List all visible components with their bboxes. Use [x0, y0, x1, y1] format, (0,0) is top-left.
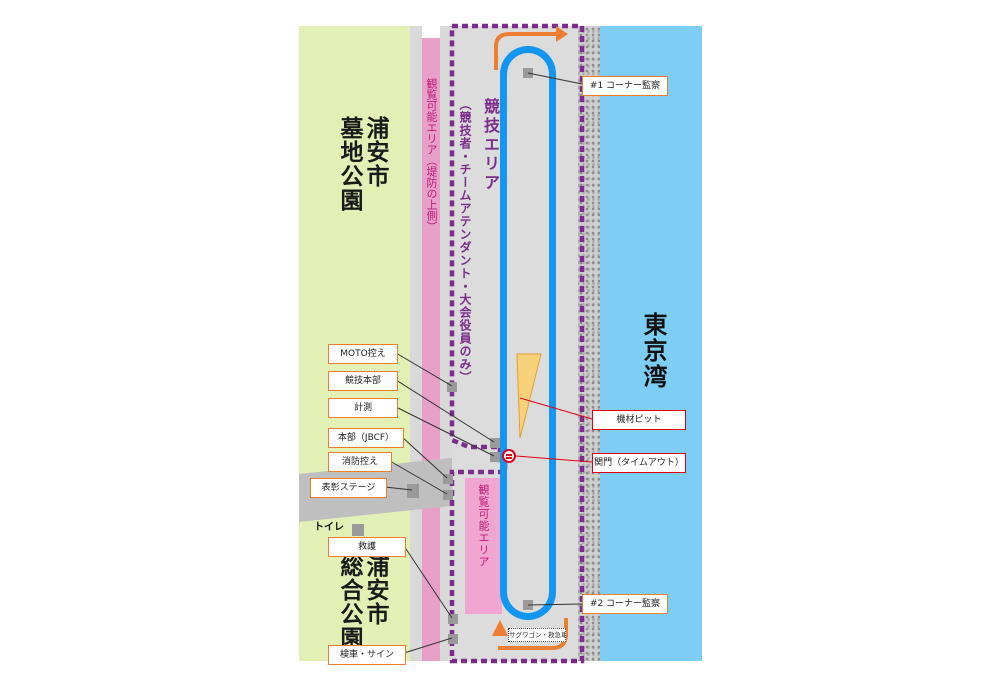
support-wagon-label: サグワゴン・救急車	[508, 628, 566, 642]
corner1-marker	[523, 68, 533, 78]
cemetery-park-label: 浦安市墓地公園	[336, 116, 388, 212]
toilet-marker	[352, 524, 364, 536]
hq-competition-marker	[490, 438, 500, 448]
competition-area-title: 競技エリア	[481, 98, 500, 193]
levee-spectator-label: 観覧可能エリア（堤防の上側）	[425, 78, 438, 232]
rescue-marker	[448, 614, 458, 624]
podium-marker	[407, 484, 419, 498]
general-park-label: 浦安市総合公園	[336, 554, 388, 650]
equipment-pit-label: 機材ピット	[592, 410, 686, 430]
breakwater-rocks	[578, 26, 600, 661]
inspection-label: 検車・サイン	[328, 645, 406, 665]
hq-jbcf-label: 本部（JBCF）	[328, 428, 404, 448]
inspection-marker	[448, 634, 458, 644]
tokyo-bay-water	[600, 26, 702, 661]
moto-marker	[447, 382, 457, 392]
race-course-lower-loop	[500, 446, 556, 620]
road-left	[410, 26, 422, 661]
gate-label: 関門（タイムアウト）	[592, 453, 686, 473]
fire-label: 消防控え	[328, 452, 392, 472]
gate-marker	[502, 449, 516, 463]
corner2-marker	[523, 600, 533, 610]
toilet-label: トイレ	[314, 522, 344, 533]
levee-road	[440, 26, 452, 661]
fire-marker	[443, 490, 453, 500]
race-course-upper-loop	[500, 46, 556, 446]
timing-marker	[490, 452, 500, 462]
hq-jbcf-marker	[443, 474, 453, 484]
podium-label: 表彰ステージ	[310, 478, 387, 498]
hq-competition-label: 競技本部	[328, 371, 398, 391]
tokyo-bay-label: 東京湾	[639, 312, 667, 390]
rescue-label: 救護	[328, 537, 406, 557]
corner2-label: #2 コーナー監察	[582, 594, 668, 614]
timing-label: 計測	[328, 398, 398, 418]
corner1-label: #1 コーナー監察	[582, 76, 668, 96]
moto-label: MOTO控え	[328, 344, 398, 364]
lower-spectator-label: 観覧可能エリア	[477, 484, 490, 568]
competition-area-subtitle: （競技者・チームアテンダント・大会役員のみ）	[458, 98, 472, 384]
